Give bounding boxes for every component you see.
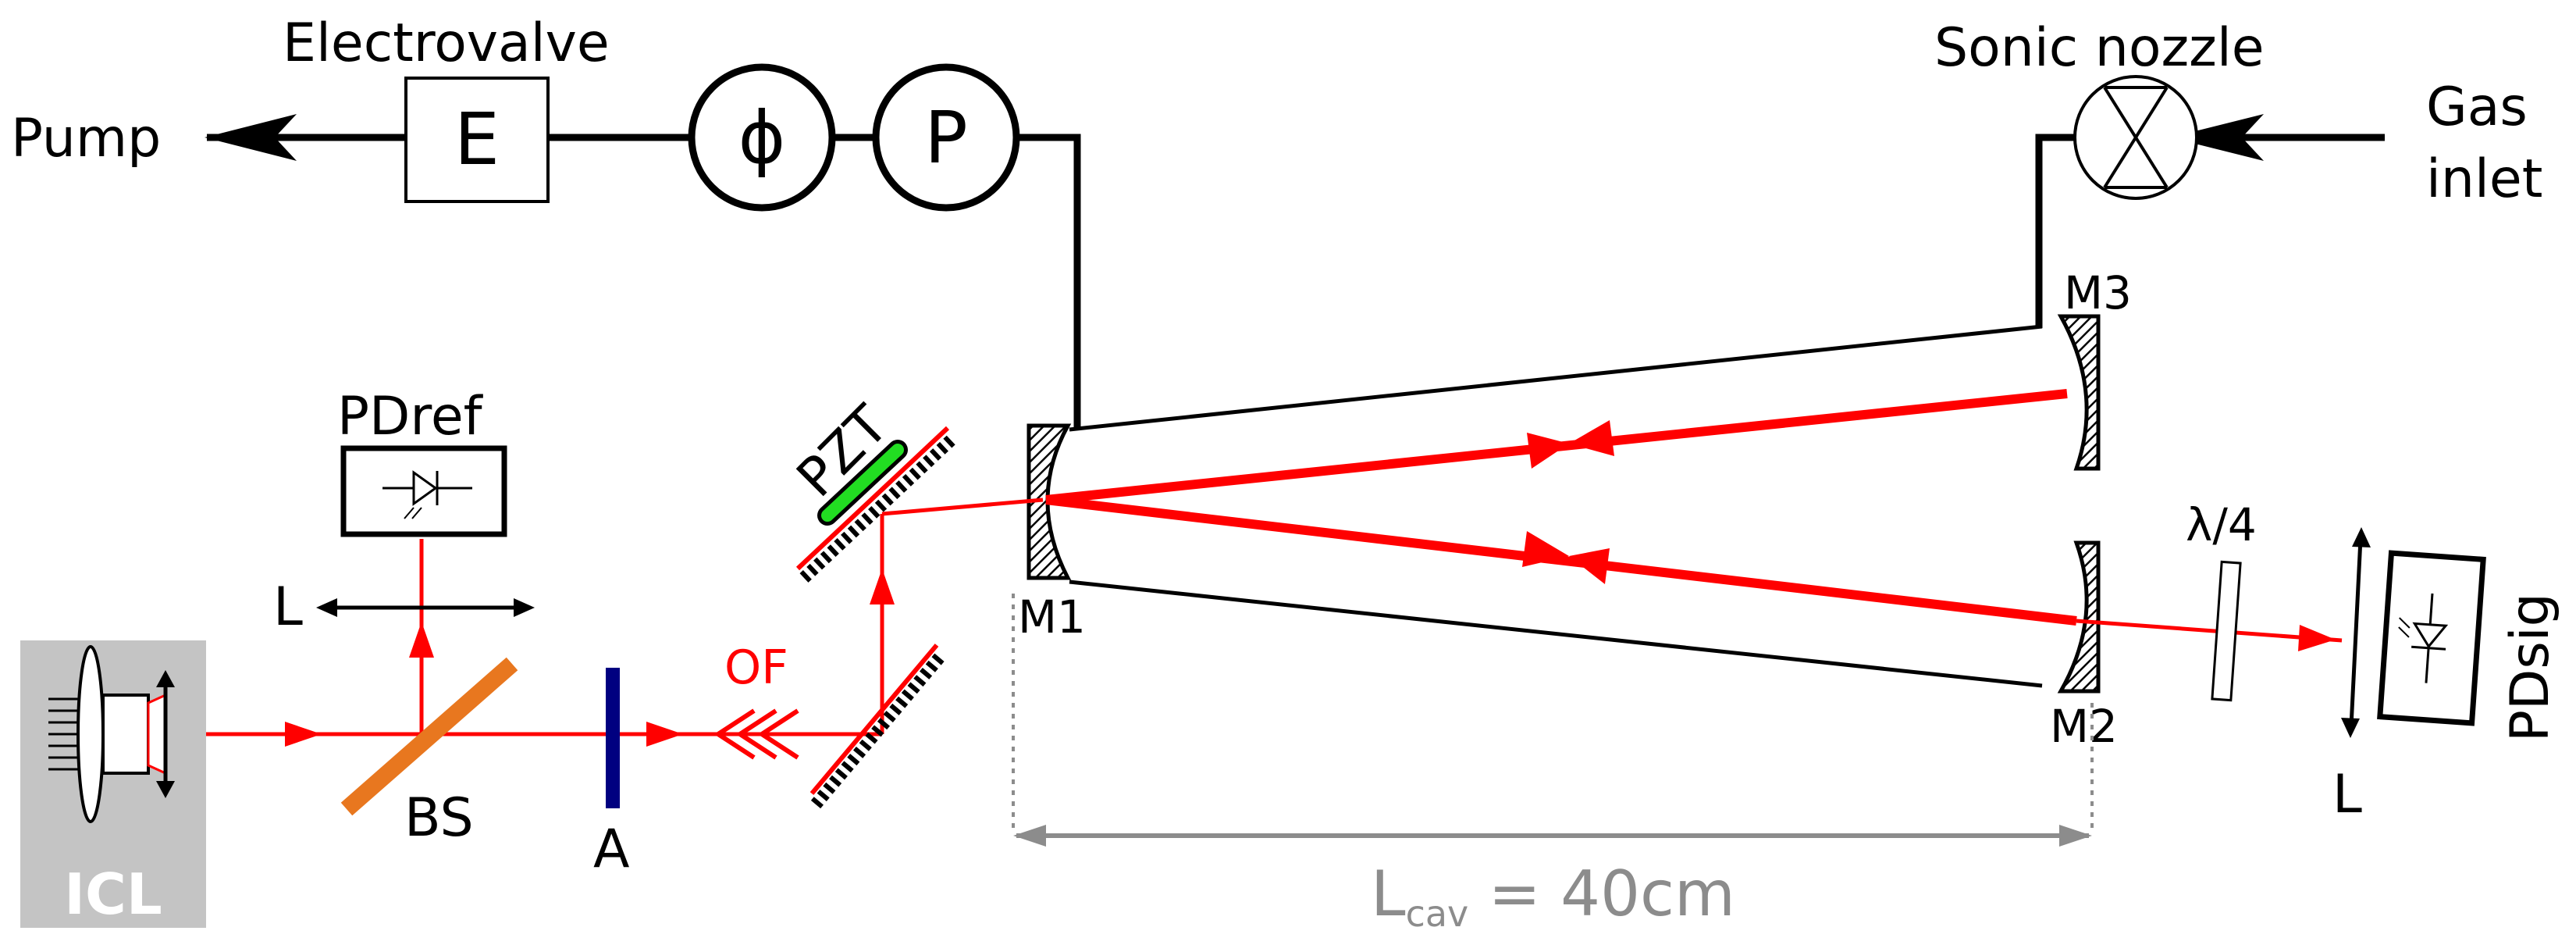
flowmeter-icon [688, 63, 836, 212]
beam-arrow-icon [409, 622, 434, 658]
mirror-m1 [1026, 423, 1072, 580]
optical-filter-label: OF [724, 640, 788, 695]
aperture [606, 668, 620, 808]
cavity [1069, 324, 2043, 688]
m1-label: M1 [1018, 590, 1086, 644]
pump-label: Pump [11, 108, 161, 169]
cavity-length-dimension [1012, 594, 2094, 847]
steering-mirror [809, 644, 946, 809]
pzt-label: PZT [785, 394, 900, 509]
m3-label: M3 [2064, 266, 2132, 319]
flowmeter-symbol: ϕ [738, 96, 786, 180]
mirror-m2-icon [2057, 540, 2101, 694]
flowmeter: ϕ [688, 63, 836, 212]
icl-label: ICL [64, 861, 162, 927]
mirror-m3-icon [2057, 314, 2101, 471]
mirror-m1-icon [1026, 423, 1072, 580]
photodiode-icon [382, 470, 472, 519]
beam-arrow-icon [285, 722, 322, 747]
icl-laser: ICL [20, 640, 206, 928]
lens-left [316, 598, 535, 617]
electrovalve: E [404, 77, 550, 203]
pdsig-label: PDsig [2500, 593, 2561, 742]
laser-icon [48, 645, 175, 823]
beam-arrow-icon [1527, 433, 1569, 469]
beam-splitter-label: BS [404, 787, 474, 849]
mirror-icon [795, 426, 959, 583]
beam-arrow-icon [2298, 625, 2336, 651]
lens-right [2341, 527, 2371, 738]
cavity-length-label: Lcav = 40cm [1371, 858, 1735, 935]
mirror-m3 [2057, 314, 2101, 471]
beam-arrows [285, 420, 2336, 747]
beam-arrow-icon [1522, 531, 1569, 567]
pdref [340, 445, 507, 537]
beam-arrow-icon [870, 569, 895, 604]
beam-arrow-icon [1569, 548, 1610, 584]
optical-filter [713, 708, 799, 760]
lens-right-label: L [2332, 764, 2362, 826]
pump-arrow-icon [205, 114, 297, 161]
beam-arrow-icon [646, 722, 683, 747]
sonic-nozzle-label: Sonic nozzle [1934, 17, 2265, 79]
mirror-m2 [2057, 540, 2101, 694]
m2-label: M2 [2050, 700, 2118, 753]
beam-arrow-icon [1569, 420, 1614, 456]
gas-inlet-label-line2: inlet [2426, 148, 2542, 210]
aperture-label: A [593, 818, 630, 880]
quarter-wave-label: λ/4 [2186, 498, 2257, 551]
mirror-icon [809, 644, 946, 809]
gas-inlet-label-line1: Gas [2426, 77, 2528, 138]
beam-splitter [340, 657, 518, 816]
electrovalve-icon [404, 77, 550, 203]
sonic-nozzle [2073, 75, 2198, 200]
electrovalve-symbol: E [454, 98, 500, 181]
electrovalve-label: Electrovalve [283, 12, 610, 74]
lens-icon [2349, 538, 2363, 727]
quarter-wave-plate [2211, 560, 2242, 702]
pdsig [2377, 550, 2486, 726]
pzt-mirror [795, 426, 959, 583]
pressure-gauge-icon [872, 63, 1020, 212]
photodiode-icon [2398, 593, 2449, 683]
pressure-gauge: P [872, 63, 1020, 212]
inlet-arrow-icon [2170, 114, 2264, 161]
lens-left-label: L [273, 576, 303, 638]
pressure-symbol: P [924, 96, 967, 180]
pdref-label: PDref [337, 386, 484, 448]
